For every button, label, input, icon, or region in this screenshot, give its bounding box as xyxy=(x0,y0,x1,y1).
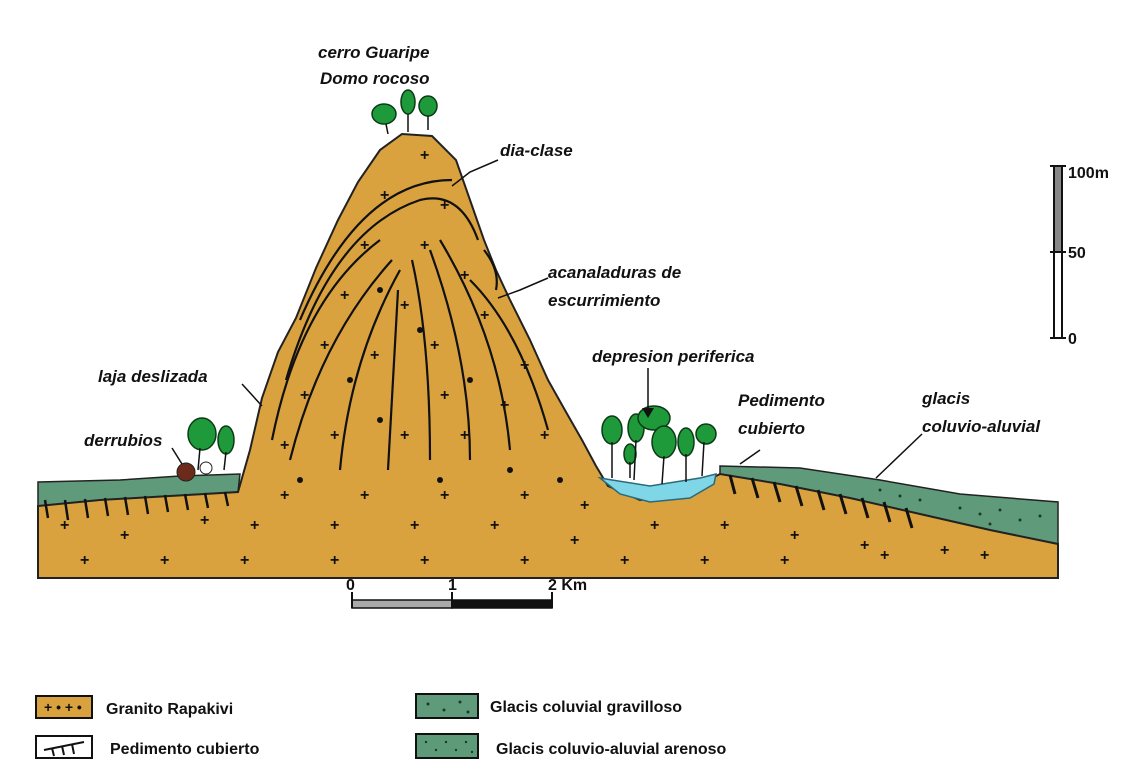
svg-text:+: + xyxy=(520,552,529,569)
svg-text:+: + xyxy=(160,552,169,569)
granite-body xyxy=(38,134,1058,578)
svg-text:+: + xyxy=(320,337,329,354)
svg-text:+: + xyxy=(490,517,499,534)
svg-text:+: + xyxy=(860,537,869,554)
vertical-scale-mid: 50 xyxy=(1068,245,1086,262)
label-peak-name: cerro Guaripe xyxy=(318,43,430,62)
svg-text:+: + xyxy=(980,547,989,564)
svg-text:+: + xyxy=(410,517,419,534)
svg-text:+: + xyxy=(240,552,249,569)
svg-text:+: + xyxy=(570,532,579,549)
trees-depression xyxy=(602,406,716,464)
svg-text:+ • + •: + • + • xyxy=(44,699,82,715)
svg-text:+: + xyxy=(460,427,469,444)
svg-text:+: + xyxy=(650,517,659,534)
svg-text:+: + xyxy=(460,267,469,284)
legend-item-glacis-gravel: Glacis coluvial gravilloso xyxy=(416,694,682,718)
label-glacis-2: coluvio-aluvial xyxy=(922,417,1041,436)
svg-text:+: + xyxy=(380,187,389,204)
svg-text:+: + xyxy=(360,237,369,254)
label-laja: laja deslizada xyxy=(98,367,208,386)
svg-text:+: + xyxy=(280,437,289,454)
svg-text:+: + xyxy=(250,517,259,534)
label-diaclase: dia-clase xyxy=(500,141,573,160)
label-depresion: depresion periferica xyxy=(592,347,755,366)
svg-text:+: + xyxy=(440,387,449,404)
svg-text:+: + xyxy=(330,552,339,569)
legend-item-granite: + • + • Granito Rapakivi xyxy=(36,696,233,718)
debris-boulder xyxy=(177,463,195,481)
svg-text:+: + xyxy=(420,237,429,254)
svg-text:+: + xyxy=(880,547,889,564)
label-glacis-1: glacis xyxy=(921,389,970,408)
horizontal-scale-bar xyxy=(352,592,552,608)
svg-text:+: + xyxy=(480,307,489,324)
svg-text:+: + xyxy=(720,517,729,534)
horizontal-scale-mid: 1 xyxy=(448,577,457,594)
legend-label-granite: Granito Rapakivi xyxy=(106,701,233,718)
svg-text:+: + xyxy=(120,527,129,544)
legend-item-glacis-sand: Glacis coluvio-aluvial arenoso xyxy=(416,734,727,758)
svg-text:+: + xyxy=(280,487,289,504)
debris-boulder-small xyxy=(200,462,212,474)
svg-text:+: + xyxy=(940,542,949,559)
label-derrubios: derrubios xyxy=(84,431,162,450)
label-peak-type: Domo rocoso xyxy=(320,69,430,88)
vertical-scale-top: 100m xyxy=(1068,165,1109,182)
svg-text:+: + xyxy=(330,517,339,534)
svg-text:+: + xyxy=(300,387,309,404)
vertical-scale-bar xyxy=(1050,166,1066,338)
svg-text:+: + xyxy=(370,347,379,364)
svg-text:+: + xyxy=(500,397,509,414)
svg-text:+: + xyxy=(420,552,429,569)
svg-text:+: + xyxy=(790,527,799,544)
svg-text:+: + xyxy=(580,497,589,514)
horizontal-scale-start: 0 xyxy=(346,577,355,594)
svg-text:+: + xyxy=(200,512,209,529)
vertical-scale-bottom: 0 xyxy=(1068,331,1077,348)
label-pedimento-1: Pedimento xyxy=(738,391,825,410)
legend-label-pediment: Pedimento cubierto xyxy=(110,741,260,758)
svg-text:+: + xyxy=(440,487,449,504)
svg-text:+: + xyxy=(340,287,349,304)
svg-text:+: + xyxy=(700,552,709,569)
svg-text:+: + xyxy=(430,337,439,354)
svg-text:+: + xyxy=(360,487,369,504)
svg-text:+: + xyxy=(780,552,789,569)
svg-text:+: + xyxy=(420,147,429,164)
legend-label-glacis-gravel: Glacis coluvial gravilloso xyxy=(490,699,682,716)
svg-text:+: + xyxy=(540,427,549,444)
horizontal-scale-end: 2 Km xyxy=(548,577,587,594)
svg-text:+: + xyxy=(440,197,449,214)
legend-label-glacis-sand: Glacis coluvio-aluvial arenoso xyxy=(496,741,727,758)
label-acanaladuras-2: escurrimiento xyxy=(548,291,660,310)
svg-text:+: + xyxy=(330,427,339,444)
svg-text:+: + xyxy=(400,297,409,314)
svg-text:+: + xyxy=(520,357,529,374)
svg-text:+: + xyxy=(400,427,409,444)
trees-left xyxy=(188,418,234,454)
svg-text:+: + xyxy=(620,552,629,569)
svg-text:+: + xyxy=(80,552,89,569)
legend-item-pediment: Pedimento cubierto xyxy=(36,736,260,758)
svg-text:+: + xyxy=(520,487,529,504)
label-pedimento-2: cubierto xyxy=(738,419,805,438)
legend: + • + • Granito Rapakivi Pedimento cubie… xyxy=(36,694,727,758)
label-acanaladuras-1: acanaladuras de xyxy=(548,263,681,282)
